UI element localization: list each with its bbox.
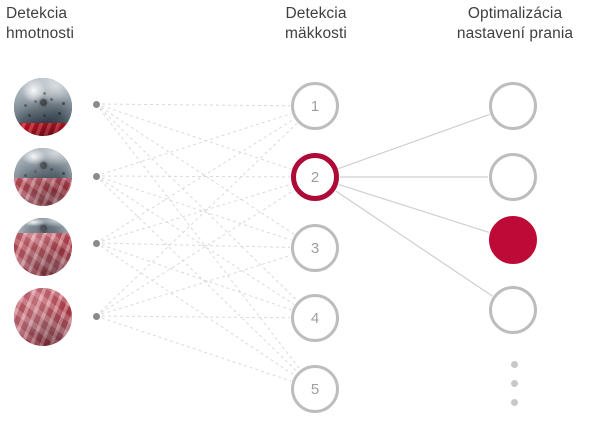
drum-shading-overlay bbox=[14, 78, 72, 136]
edge-weight-1-to-softness-5 bbox=[95, 103, 301, 370]
edge-weight-1-to-softness-2 bbox=[95, 103, 292, 170]
edge-weight-1-to-softness-3 bbox=[95, 103, 295, 235]
drum-metal-region bbox=[14, 148, 72, 187]
node-label: 2 bbox=[310, 168, 320, 186]
drum-metal-region bbox=[14, 78, 72, 123]
edge-weight-2-to-softness-2 bbox=[95, 175, 291, 178]
drum-laundry-region bbox=[14, 233, 72, 276]
source-dot-4 bbox=[92, 312, 100, 320]
edge-weight-2-to-softness-3 bbox=[95, 175, 292, 241]
softness-node-2-active[interactable]: 2 bbox=[291, 153, 339, 201]
edge-weight-4-to-softness-3 bbox=[95, 254, 292, 317]
softness-node-1[interactable]: 1 bbox=[291, 82, 339, 130]
edge-weight-3-to-softness-4 bbox=[95, 242, 292, 311]
edge-softness-2-to-optimization-3 bbox=[338, 184, 490, 233]
solid-edges-group bbox=[335, 113, 493, 297]
source-dot-2 bbox=[92, 172, 100, 180]
drum-photo-2 bbox=[14, 148, 72, 206]
drum-shading-overlay bbox=[14, 148, 72, 206]
node-label: 5 bbox=[310, 380, 320, 398]
softness-node-5[interactable]: 5 bbox=[291, 365, 339, 413]
softness-node-4[interactable]: 4 bbox=[291, 294, 339, 342]
edge-softness-2-to-optimization-4 bbox=[335, 190, 493, 297]
edge-weight-4-to-softness-5 bbox=[95, 315, 292, 382]
drum-laundry-region bbox=[14, 123, 72, 136]
edge-weight-1-to-softness-4 bbox=[95, 103, 298, 301]
column-heading-wash-optimization: Optimalizácia nastavení prania bbox=[456, 5, 574, 42]
edge-weight-2-to-softness-1 bbox=[95, 113, 292, 177]
ellipsis-dot-2 bbox=[510, 379, 518, 387]
drum-shading-overlay bbox=[14, 288, 72, 346]
drum-laundry-region bbox=[14, 178, 72, 206]
edge-softness-2-to-optimization-1 bbox=[338, 113, 490, 170]
optimization-node-1[interactable] bbox=[489, 82, 537, 130]
node-label: 1 bbox=[310, 97, 320, 115]
column-heading-softness-detection: Detekcia mäkkosti bbox=[285, 5, 347, 42]
source-dot-1 bbox=[92, 100, 100, 108]
optimization-node-2[interactable] bbox=[489, 153, 537, 201]
edge-weight-3-to-softness-5 bbox=[95, 242, 295, 376]
edge-weight-3-to-softness-3 bbox=[95, 242, 291, 248]
ellipsis-dot-1 bbox=[510, 360, 518, 368]
drum-photo-1 bbox=[14, 78, 72, 136]
softness-node-3[interactable]: 3 bbox=[291, 224, 339, 272]
drum-photo-3 bbox=[14, 218, 72, 276]
edge-weight-4-to-softness-4 bbox=[95, 315, 291, 319]
edge-weight-3-to-softness-2 bbox=[95, 183, 292, 244]
edge-weight-3-to-softness-1 bbox=[95, 118, 295, 244]
drum-photo-4 bbox=[14, 288, 72, 346]
source-dot-3 bbox=[92, 239, 100, 247]
optimization-node-4[interactable] bbox=[489, 286, 537, 334]
optimization-node-3-filled[interactable] bbox=[489, 216, 537, 264]
drum-laundry-region bbox=[14, 288, 72, 346]
dashed-edges-group bbox=[95, 103, 301, 382]
node-label: 3 bbox=[310, 239, 320, 257]
drum-shading-overlay bbox=[14, 218, 72, 276]
edge-weight-2-to-softness-5 bbox=[95, 175, 298, 372]
node-label: 4 bbox=[310, 309, 320, 327]
ellipsis-dot-3 bbox=[510, 398, 518, 406]
column-heading-weight-detection: Detekcia hmotnosti bbox=[6, 5, 75, 42]
edge-weight-4-to-softness-1 bbox=[95, 122, 298, 317]
edge-weight-1-to-softness-1 bbox=[95, 103, 291, 107]
